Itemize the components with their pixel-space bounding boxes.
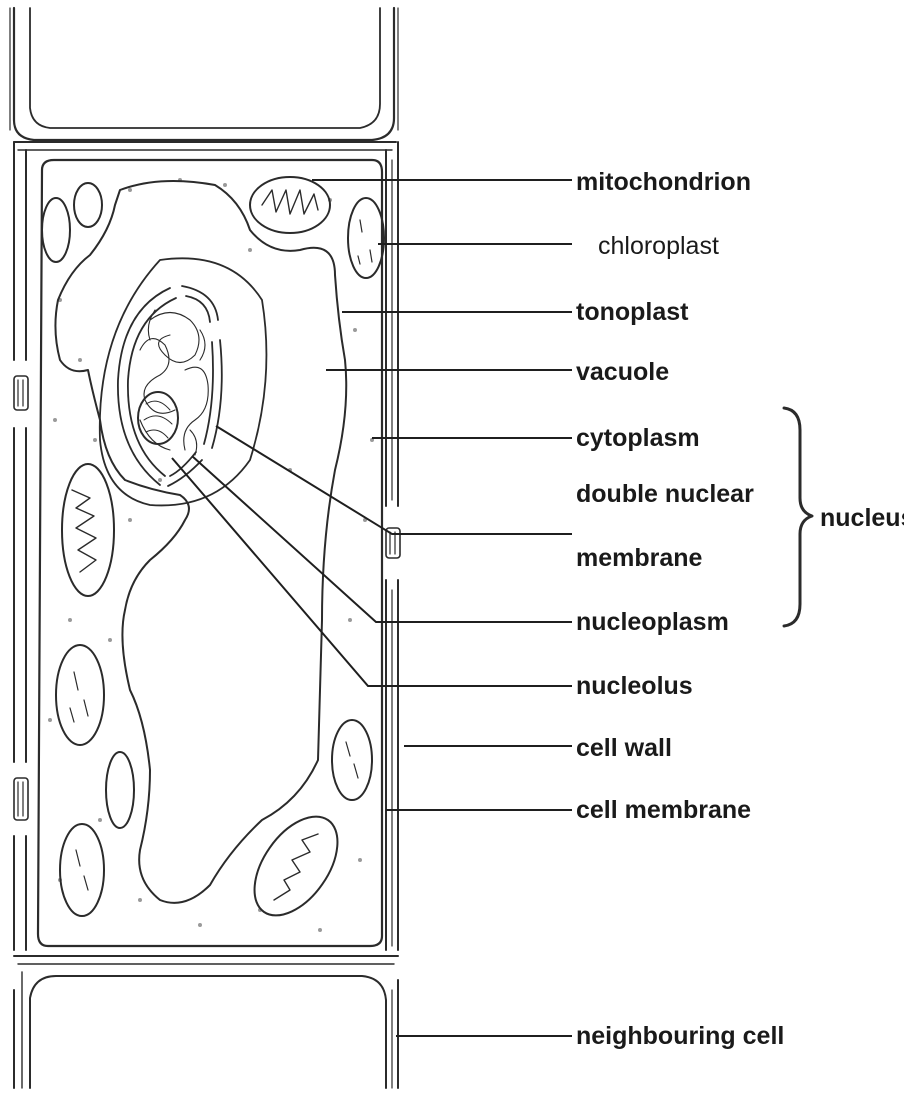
nucleus (100, 258, 267, 505)
label-nucleoplasm: nucleoplasm (576, 608, 729, 636)
cell-wall (14, 142, 400, 964)
label-tonoplast: tonoplast (576, 298, 689, 326)
label-neighbouring-cell: neighbouring cell (576, 1022, 784, 1050)
label-nucleus: nucleus (820, 504, 904, 532)
chloroplasts (42, 183, 384, 916)
mitochondrion-top (250, 177, 330, 233)
upper-neighbouring-cell (10, 8, 398, 140)
mitochondrion-left (62, 464, 114, 596)
lower-neighbouring-cell (14, 972, 398, 1088)
label-vacuole: vacuole (576, 358, 669, 386)
label-membrane: membrane (576, 544, 703, 572)
leader-lines (172, 180, 572, 1036)
label-nucleolus: nucleolus (576, 672, 693, 700)
nucleus-brace (784, 408, 812, 626)
cell-membrane (38, 160, 382, 946)
label-chloroplast: chloroplast (598, 232, 719, 260)
label-cytoplasm: cytoplasm (576, 424, 700, 452)
vacuole (55, 181, 346, 903)
label-cell-membrane: cell membrane (576, 796, 751, 824)
labels: mitochondrion chloroplast tonoplast vacu… (576, 168, 904, 1050)
label-mitochondrion: mitochondrion (576, 168, 751, 196)
label-cell-wall: cell wall (576, 734, 672, 762)
mitochondrion-bottom (238, 802, 355, 930)
label-double-nuclear: double nuclear (576, 480, 754, 508)
